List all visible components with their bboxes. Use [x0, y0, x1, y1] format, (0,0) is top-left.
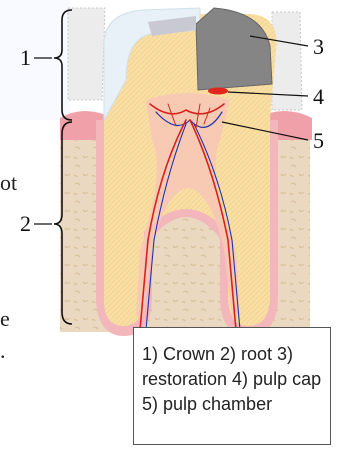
- text-fragment-lower: e: [0, 308, 10, 330]
- legend-box: 1) Crown 2) root 3) restoration 4) pulp …: [133, 327, 331, 445]
- label-restoration-number: 3: [313, 36, 324, 58]
- text-fragment-upper: ot: [0, 172, 17, 194]
- label-pulp-cap-number: 4: [313, 86, 324, 108]
- label-root-number: 2: [20, 213, 31, 235]
- label-crown-number: 1: [20, 47, 31, 69]
- legend-line-1: 1) Crown 2) root 3): [142, 344, 293, 364]
- legend-line-3: 5) pulp chamber: [142, 394, 272, 414]
- text-fragment-bottom: .: [0, 340, 6, 362]
- legend-text: 1) Crown 2) root 3) restoration 4) pulp …: [142, 342, 328, 417]
- pulp-cap: [208, 88, 228, 95]
- neighbor-tooth-left: [68, 8, 105, 100]
- label-pulp-chamber-number: 5: [313, 130, 324, 152]
- legend-line-2: restoration 4) pulp cap: [142, 369, 321, 389]
